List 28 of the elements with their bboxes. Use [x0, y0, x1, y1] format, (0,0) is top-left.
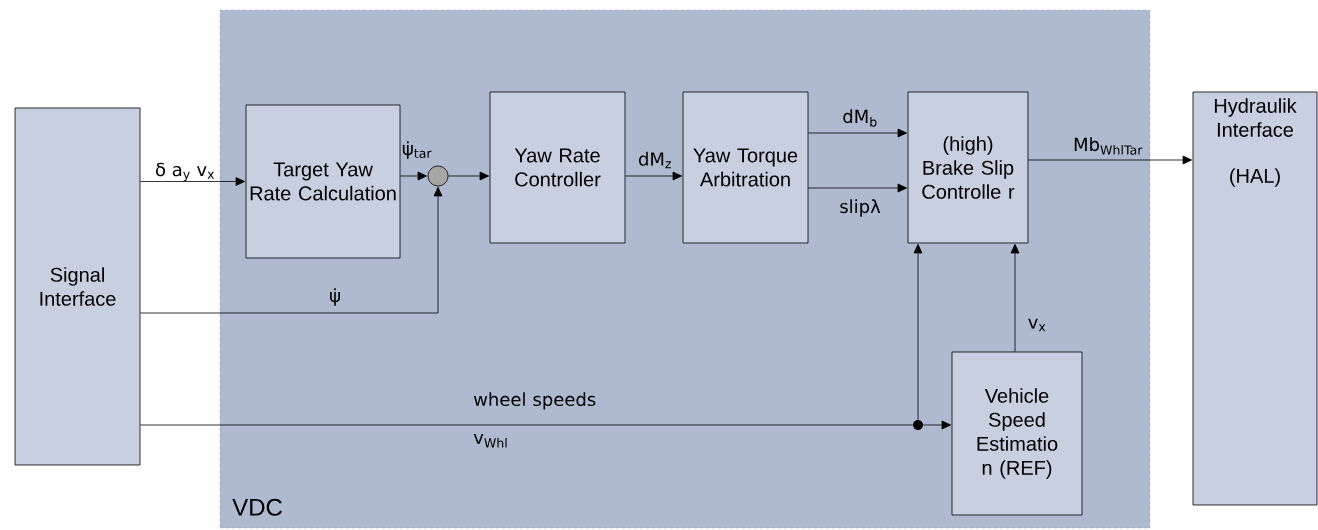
block-box: Yaw Torque Arbitration	[682, 91, 809, 244]
arrow	[448, 171, 490, 181]
block-box: (high) Brake Slip Controlle r	[907, 91, 1029, 244]
edge-label: ψ̇$_{tar}$	[402, 141, 432, 159]
arrow	[913, 243, 923, 421]
edge-label: v$_{x}$	[1028, 318, 1046, 332]
summing-junction	[427, 165, 449, 187]
arrow	[625, 171, 683, 181]
edge-label: dM$_{b}$	[843, 109, 877, 127]
edge-label: dM$_{z}$	[638, 151, 671, 169]
arrow	[1028, 155, 1192, 165]
arrow	[1010, 243, 1020, 352]
arrow	[808, 183, 908, 193]
arrow	[400, 171, 428, 181]
block-box: Target Yaw Rate Calculation	[245, 104, 401, 259]
arrow	[922, 420, 952, 430]
arrow	[808, 128, 908, 138]
block-box: Signal Interface	[14, 107, 141, 466]
edge-label: Mb$_{WhlTar}$	[1074, 137, 1143, 155]
edge-label: wheel speeds v$_{Whl}$	[473, 392, 596, 448]
edge-label: δ a$_{y}$ v$_{x}$	[156, 162, 215, 182]
edge-label: slipλ	[840, 199, 881, 217]
block-box: Hydraulik Interface (HAL)	[1192, 91, 1318, 506]
block-box: Yaw Rate Controller	[489, 91, 626, 244]
block-box: Vehicle Speed Estimatio n (REF)	[951, 351, 1083, 516]
edge-label: ψ̇	[330, 288, 340, 306]
arrow	[140, 186, 443, 314]
arrow	[140, 177, 246, 186]
